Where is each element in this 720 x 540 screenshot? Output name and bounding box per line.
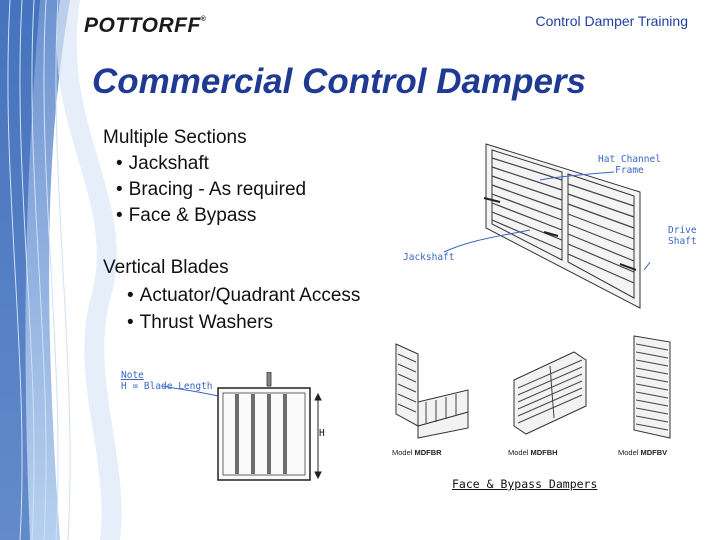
bullet-item: •Bracing - As required bbox=[116, 179, 306, 201]
header-title: Control Damper Training bbox=[535, 13, 688, 29]
vertical-blade-damper-illustration bbox=[161, 372, 322, 481]
bullet-dot: • bbox=[116, 153, 123, 174]
mdfbh-damper-illustration bbox=[513, 351, 587, 435]
bullet-dot: • bbox=[116, 179, 123, 200]
jackshaft-label: Jackshaft bbox=[403, 252, 455, 263]
logo-text: POTTORFF bbox=[84, 14, 201, 37]
bullet-text: Actuator/Quadrant Access bbox=[139, 285, 361, 306]
label-line: Drive bbox=[668, 225, 697, 236]
label-line: Shaft bbox=[668, 236, 697, 247]
bullet-text: Bracing - As required bbox=[128, 179, 307, 200]
note-heading: Note bbox=[121, 370, 144, 381]
model-name: MDFBV bbox=[640, 448, 668, 457]
model-label-mdfbv: Model MDFBV bbox=[618, 448, 667, 457]
h-dimension-label: H bbox=[319, 428, 325, 439]
multi-section-damper-illustration bbox=[483, 143, 641, 309]
model-prefix: Model bbox=[508, 448, 531, 457]
drive-shaft-label: Drive Shaft bbox=[668, 225, 697, 247]
bullet-item: •Thrust Washers bbox=[127, 312, 273, 334]
hat-channel-frame-label: Hat Channel Frame bbox=[598, 154, 661, 176]
model-prefix: Model bbox=[618, 448, 641, 457]
bullet-text: Face & Bypass bbox=[128, 205, 257, 226]
bullet-item: •Face & Bypass bbox=[116, 205, 256, 227]
section-heading-multiple: Multiple Sections bbox=[103, 127, 247, 148]
bullet-text: Jackshaft bbox=[128, 153, 209, 174]
bullet-dot: • bbox=[127, 312, 134, 333]
bullet-item: •Actuator/Quadrant Access bbox=[127, 285, 360, 307]
face-bypass-caption: Face & Bypass Dampers bbox=[452, 477, 598, 491]
mdfbr-damper-illustration bbox=[395, 343, 469, 439]
registered-mark: ® bbox=[200, 16, 207, 23]
label-line: Frame bbox=[615, 165, 644, 176]
bullet-text: Thrust Washers bbox=[139, 312, 274, 333]
model-label-mdfbh: Model MDFBH bbox=[508, 448, 558, 457]
callout-lines bbox=[443, 171, 650, 271]
model-label-mdfbr: Model MDFBR bbox=[392, 448, 442, 457]
pottorff-logo: POTTORFF® bbox=[84, 14, 206, 38]
mdfbv-damper-illustration bbox=[633, 335, 671, 439]
bullet-dot: • bbox=[116, 205, 123, 226]
model-name: MDFBR bbox=[414, 448, 442, 457]
label-line: Hat Channel bbox=[598, 154, 661, 165]
slide-title: Commercial Control Dampers bbox=[92, 62, 587, 101]
section-heading-vertical: Vertical Blades bbox=[103, 257, 229, 278]
model-prefix: Model bbox=[392, 448, 415, 457]
bullet-dot: • bbox=[127, 285, 134, 306]
bullet-item: •Jackshaft bbox=[116, 153, 209, 175]
model-name: MDFBH bbox=[530, 448, 558, 457]
